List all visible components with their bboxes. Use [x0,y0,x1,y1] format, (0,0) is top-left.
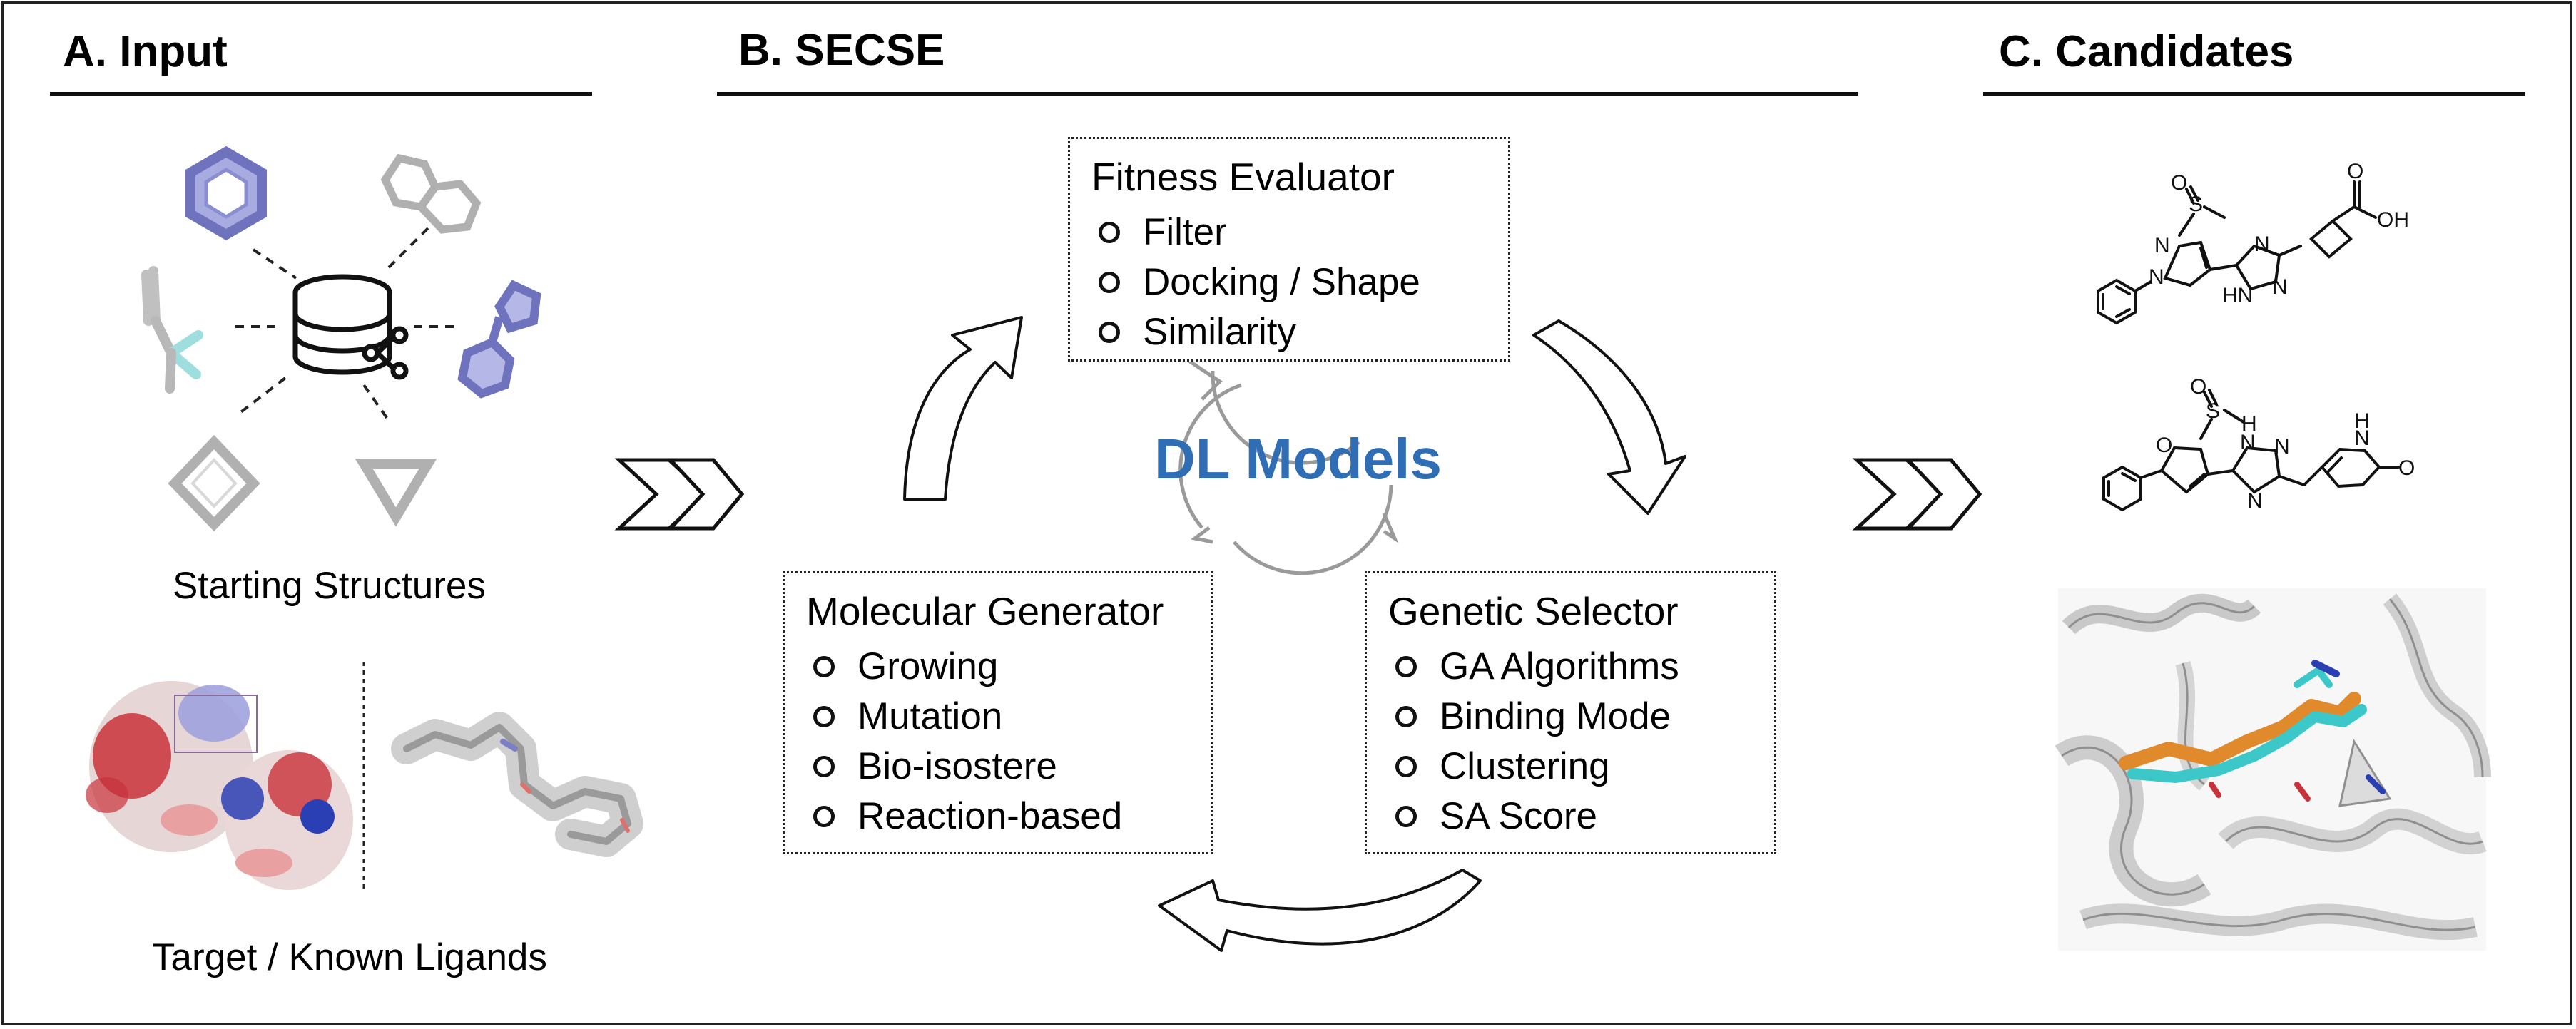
mol1-n4-label: N [2272,275,2288,299]
candidate-molecule-1-icon [2097,180,2377,325]
generator-item: Growing [813,642,1122,692]
generator-item: Bio-isostere [813,742,1122,792]
generator-item: Mutation [813,692,1122,742]
bullet-circle-icon [813,806,835,827]
section-title-candidates: C. Candidates [1999,27,2294,76]
section-title-secse: B. SECSE [738,26,945,75]
cycle-arrow-generator-to-fitness-icon [903,316,1023,501]
mol2-o-pyr-label: O [2398,456,2415,480]
dl-models-cycle-icon [1178,358,1399,575]
mol2-o-sulfinyl-label: O [2190,375,2206,399]
bullet-circle-icon [1099,222,1120,243]
naphthalene-fragment-icon [380,153,482,234]
database-icon [292,274,409,380]
selector-item: Clustering [1395,742,1679,792]
generator-item: Reaction-based [813,792,1122,841]
mol1-hn-label: HN [2222,284,2253,307]
bullet-circle-icon [1099,322,1120,343]
mol2-n3-label: N [2247,489,2263,513]
cycle-arrow-selector-to-generator-icon [1158,869,1482,952]
phenyl-pyrrole-fragment-icon [457,280,541,399]
mol1-s-label: S [2189,193,2203,216]
bullet-circle-icon [1099,272,1120,293]
mol1-n3-label: N [2254,232,2270,256]
bullet-circle-icon [1395,656,1417,677]
mol1-o-sulfinyl-label: O [2171,171,2187,195]
fitness-item: Docking / Shape [1099,257,1420,307]
fitness-evaluator-title: Fitness Evaluator [1091,155,1395,199]
binding-pose-render-icon [2055,588,2491,951]
molecular-generator-box: Molecular Generator Growing Mutation Bio… [783,571,1213,854]
mol1-oh-label: OH [2377,208,2409,232]
mol2-h-label: H [2241,412,2257,436]
selector-item: GA Algorithms [1395,642,1679,692]
fitness-item: Similarity [1099,307,1420,357]
mol2-n2-label: N [2274,435,2290,459]
fragment-connectors [235,227,457,422]
cycle-arrow-fitness-to-selector-icon [1532,319,1686,515]
section-rule-input [50,92,592,96]
bullet-circle-icon [813,756,835,777]
mol2-o-furan-label: O [2156,434,2172,457]
bullet-circle-icon [1395,756,1417,777]
mol1-n2-label: N [2149,265,2164,289]
candidate-molecule-2-icon [2102,389,2400,512]
known-ligand-icon [391,712,643,857]
fitness-evaluator-box: Fitness Evaluator Filter Docking / Shape… [1068,137,1510,362]
selector-item: SA Score [1395,792,1679,841]
mol1-n1-label: N [2154,234,2170,257]
molecular-generator-title: Molecular Generator [806,589,1164,633]
protein-surface-icon [86,681,353,890]
cyclopropane-fragment-icon [355,459,437,527]
dl-models-label: DL Models [1154,427,1442,491]
section-rule-candidates [1983,92,2525,96]
benzene-fragment-icon [185,145,267,241]
mol2-nh-label: N [2354,426,2370,450]
trifluoro-fragment-icon [141,266,203,394]
cyclobutane-fragment-icon [168,434,260,532]
bullet-circle-icon [813,706,835,727]
mol2-h-pyr-label: H [2354,409,2370,433]
candidate-molecule-2-atom-labels: S O O H N N N N H O [2156,375,2415,513]
chevron-arrow-icon [1852,458,1982,531]
target-known-ligands-label: Target / Known Ligands [152,936,547,978]
genetic-selector-box: Genetic Selector GA Algorithms Binding M… [1365,571,1776,854]
selector-item: Binding Mode [1395,692,1679,742]
mol1-o-acid-label: O [2347,160,2363,183]
section-rule-secse [717,92,1858,96]
candidate-molecule-1-atom-labels: S O N N N N HN O OH [2149,160,2409,307]
starting-structures-label: Starting Structures [173,565,486,607]
fitness-item: Filter [1099,208,1420,257]
bullet-circle-icon [813,656,835,677]
section-title-input: A. Input [63,27,228,76]
bullet-circle-icon [1395,806,1417,827]
mol2-n1-label: N [2240,431,2256,454]
bullet-circle-icon [1395,706,1417,727]
genetic-selector-title: Genetic Selector [1388,589,1679,633]
chevron-arrow-icon [614,458,745,531]
mol2-s-label: S [2206,399,2220,423]
